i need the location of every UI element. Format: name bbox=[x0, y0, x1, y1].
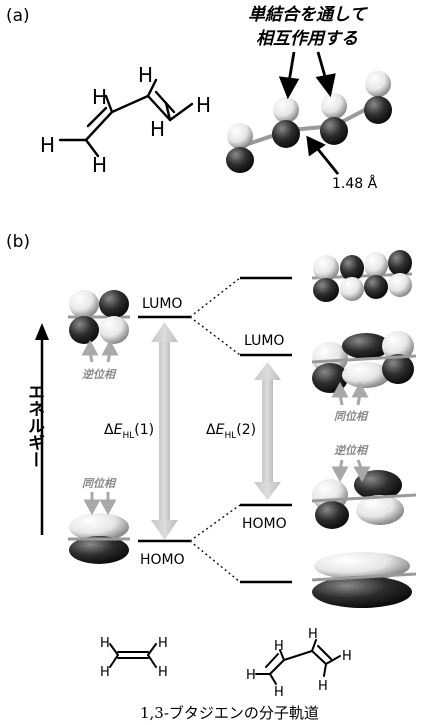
butadiene-homo-orbital bbox=[311, 470, 417, 529]
correlation-lines bbox=[189, 277, 241, 583]
h-atom-label: H bbox=[40, 133, 55, 157]
gap-var: E bbox=[113, 422, 123, 438]
butadiene-orbital-4 bbox=[311, 250, 413, 302]
ethylene-phase-arrows bbox=[81, 339, 119, 516]
h-atom-label: H bbox=[318, 679, 328, 694]
h-atom-label: H bbox=[92, 85, 107, 109]
ethylene-gap-label: ΔEHL(1) bbox=[104, 422, 154, 441]
ethylene-structure bbox=[109, 643, 157, 668]
butadiene-orbital-model-a bbox=[226, 71, 392, 173]
h-atom-label: H bbox=[158, 665, 168, 680]
ethylene-homo-orbital bbox=[68, 513, 130, 564]
h-atom-label: H bbox=[246, 668, 256, 683]
ethylene-lumo-orbital bbox=[68, 290, 130, 344]
bond-length-label: 1.48 Å bbox=[332, 176, 378, 192]
gap-delta: Δ bbox=[206, 422, 216, 438]
gap-num: (2) bbox=[236, 422, 257, 438]
butadiene-lumo-orbital bbox=[311, 331, 417, 393]
h-atom-label: H bbox=[308, 627, 318, 642]
butadiene-homo-label: HOMO bbox=[242, 516, 287, 532]
gap-sub: HL bbox=[224, 430, 237, 441]
callout-arrows bbox=[278, 51, 340, 175]
butadiene-lumo-label: LUMO bbox=[244, 333, 285, 349]
h-atom-label: H bbox=[158, 636, 168, 651]
h-atom-label: H bbox=[150, 117, 165, 141]
h-atom-label: H bbox=[100, 665, 110, 680]
gap-num: (1) bbox=[134, 422, 155, 438]
callout-line-2: 相互作用する bbox=[256, 29, 358, 49]
ethylene-homo-phase-label: 同位相 bbox=[82, 477, 115, 490]
h-atom-label: H bbox=[100, 636, 110, 651]
butadiene-structure-a bbox=[58, 78, 194, 158]
panel-a-label: (a) bbox=[6, 6, 30, 26]
butadiene-upper-phase-label: 同位相 bbox=[334, 410, 367, 423]
ethylene-homo-label: HOMO bbox=[140, 552, 185, 568]
h-atom-label: H bbox=[274, 639, 284, 654]
callout-line-1: 単結合を通して bbox=[248, 5, 367, 25]
ethylene-gap-arrow bbox=[151, 322, 178, 540]
h-atom-label: H bbox=[196, 93, 211, 117]
h-atom-label: H bbox=[342, 649, 352, 664]
h-atom-labels: H H H H H H bbox=[40, 63, 211, 177]
gap-sub: HL bbox=[122, 430, 135, 441]
ethylene-lumo-phase-label: 逆位相 bbox=[82, 368, 115, 381]
butadiene-phase-arrows bbox=[331, 381, 371, 483]
butadiene-orbital-1 bbox=[311, 552, 417, 608]
butadiene-gap-label: ΔEHL(2) bbox=[206, 422, 256, 441]
butadiene-gap-arrow bbox=[254, 362, 281, 500]
figure-caption: 1,3-ブタジエンの分子軌道 bbox=[140, 704, 319, 722]
panel-b-label: (b) bbox=[6, 232, 31, 252]
h-atom-label: H bbox=[274, 685, 284, 700]
gap-delta: Δ bbox=[104, 422, 114, 438]
butadiene-structure-b bbox=[255, 639, 341, 685]
h-atom-label: H bbox=[138, 63, 153, 87]
h-atom-label: H bbox=[92, 153, 107, 177]
butadiene-lower-phase-label: 逆位相 bbox=[334, 444, 367, 457]
energy-axis-label: エネルギー bbox=[24, 383, 44, 468]
gap-var: E bbox=[215, 422, 225, 438]
energy-axis bbox=[35, 323, 49, 535]
ethylene-lumo-label: LUMO bbox=[142, 296, 183, 312]
